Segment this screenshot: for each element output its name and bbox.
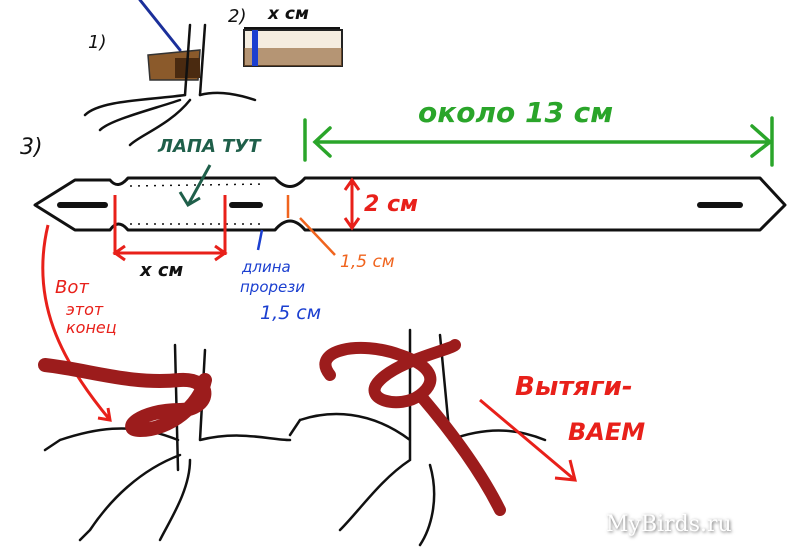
this-end-label-2: этот	[66, 300, 104, 319]
width-arrow	[343, 177, 361, 231]
slit-label-1: длина	[242, 258, 291, 276]
strap	[33, 176, 787, 232]
pull-label-2: ВАЕМ	[568, 418, 646, 446]
this-end-label-1: Вот	[55, 277, 89, 298]
paw-arrow	[178, 164, 212, 208]
slit-pointer	[256, 229, 264, 251]
step2-label: 2)	[228, 6, 247, 27]
step2-width-label: x см	[268, 4, 309, 24]
step2-sketch	[243, 27, 343, 67]
x-arrow	[112, 195, 228, 262]
notch-label: 1,5 см	[340, 252, 395, 272]
notch-arrow	[286, 195, 336, 256]
pull-arrow	[479, 398, 577, 482]
pull-label-1: Вытяги-	[515, 372, 633, 402]
ribbon-right	[319, 339, 506, 516]
length-label: около 13 см	[418, 96, 614, 129]
width-label: 2 см	[364, 192, 418, 217]
watermark: MyBirds.ru	[606, 512, 732, 537]
step1-sketch	[83, 0, 257, 147]
slit-label-2: прорези	[240, 278, 305, 296]
length-arrow	[303, 116, 774, 167]
this-end-arrow	[41, 224, 112, 422]
slit-label-3: 1,5 см	[260, 302, 322, 324]
this-end-label-3: конец	[66, 318, 117, 337]
ribbon-left	[38, 358, 212, 438]
step3-label: 3)	[20, 135, 43, 160]
x-length-label: x см	[140, 260, 184, 281]
step1-label: 1)	[88, 32, 107, 53]
paw-here-label: ЛАПА ТУТ	[158, 136, 261, 157]
